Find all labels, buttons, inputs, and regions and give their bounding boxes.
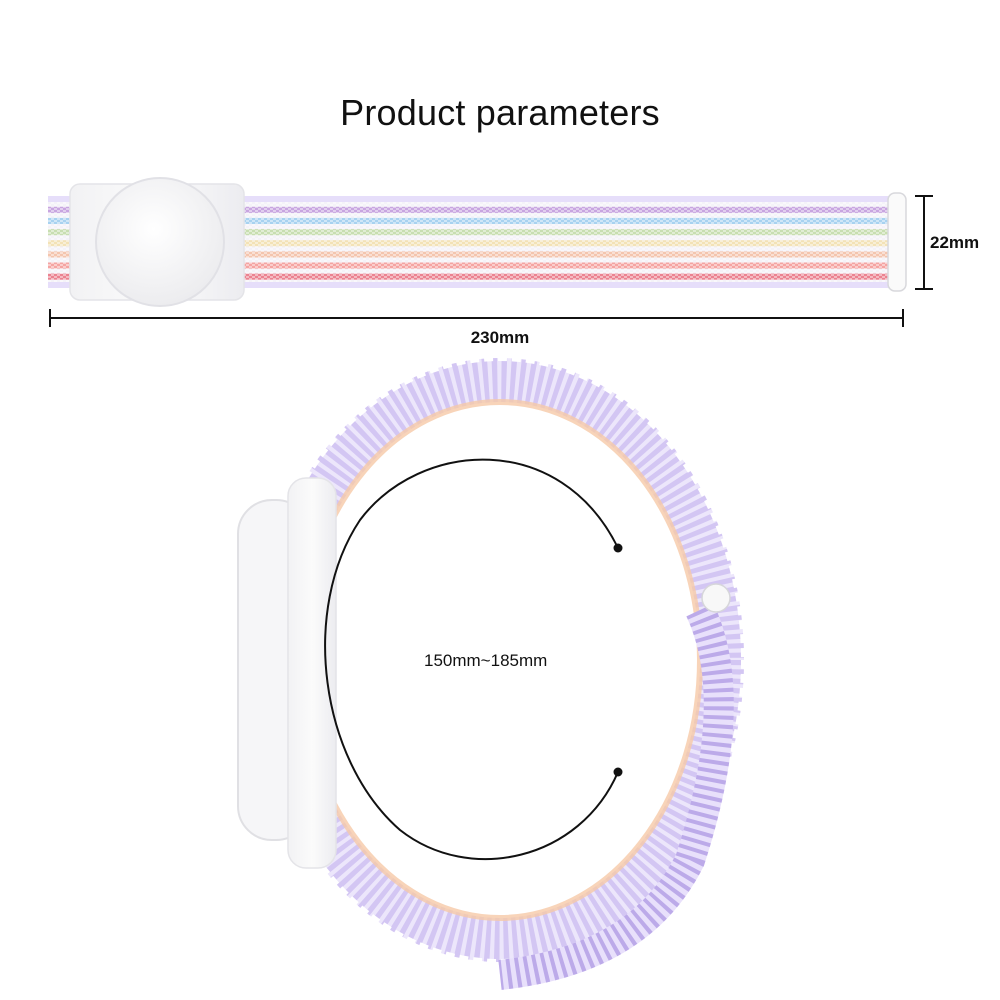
strap-top-edge [48,196,900,202]
width-dimension [915,195,933,290]
strap-bottom-edge [48,282,900,288]
arc-start-dot [613,543,623,553]
length-label: 230mm [470,328,530,347]
length-dimension [49,309,904,327]
flat-strap [48,177,907,307]
arc-end-dot [613,767,623,777]
strap-end-tab [887,192,907,292]
looped-band [237,355,747,990]
circumference-arc [324,458,619,860]
circumference-label: 150mm~185mm [424,651,548,670]
holder-sleeve-side [287,477,337,869]
holder-disc [95,177,225,307]
loop-end-tab [701,583,731,613]
width-label: 22mm [930,233,980,252]
page-title: Product parameters [340,92,660,133]
